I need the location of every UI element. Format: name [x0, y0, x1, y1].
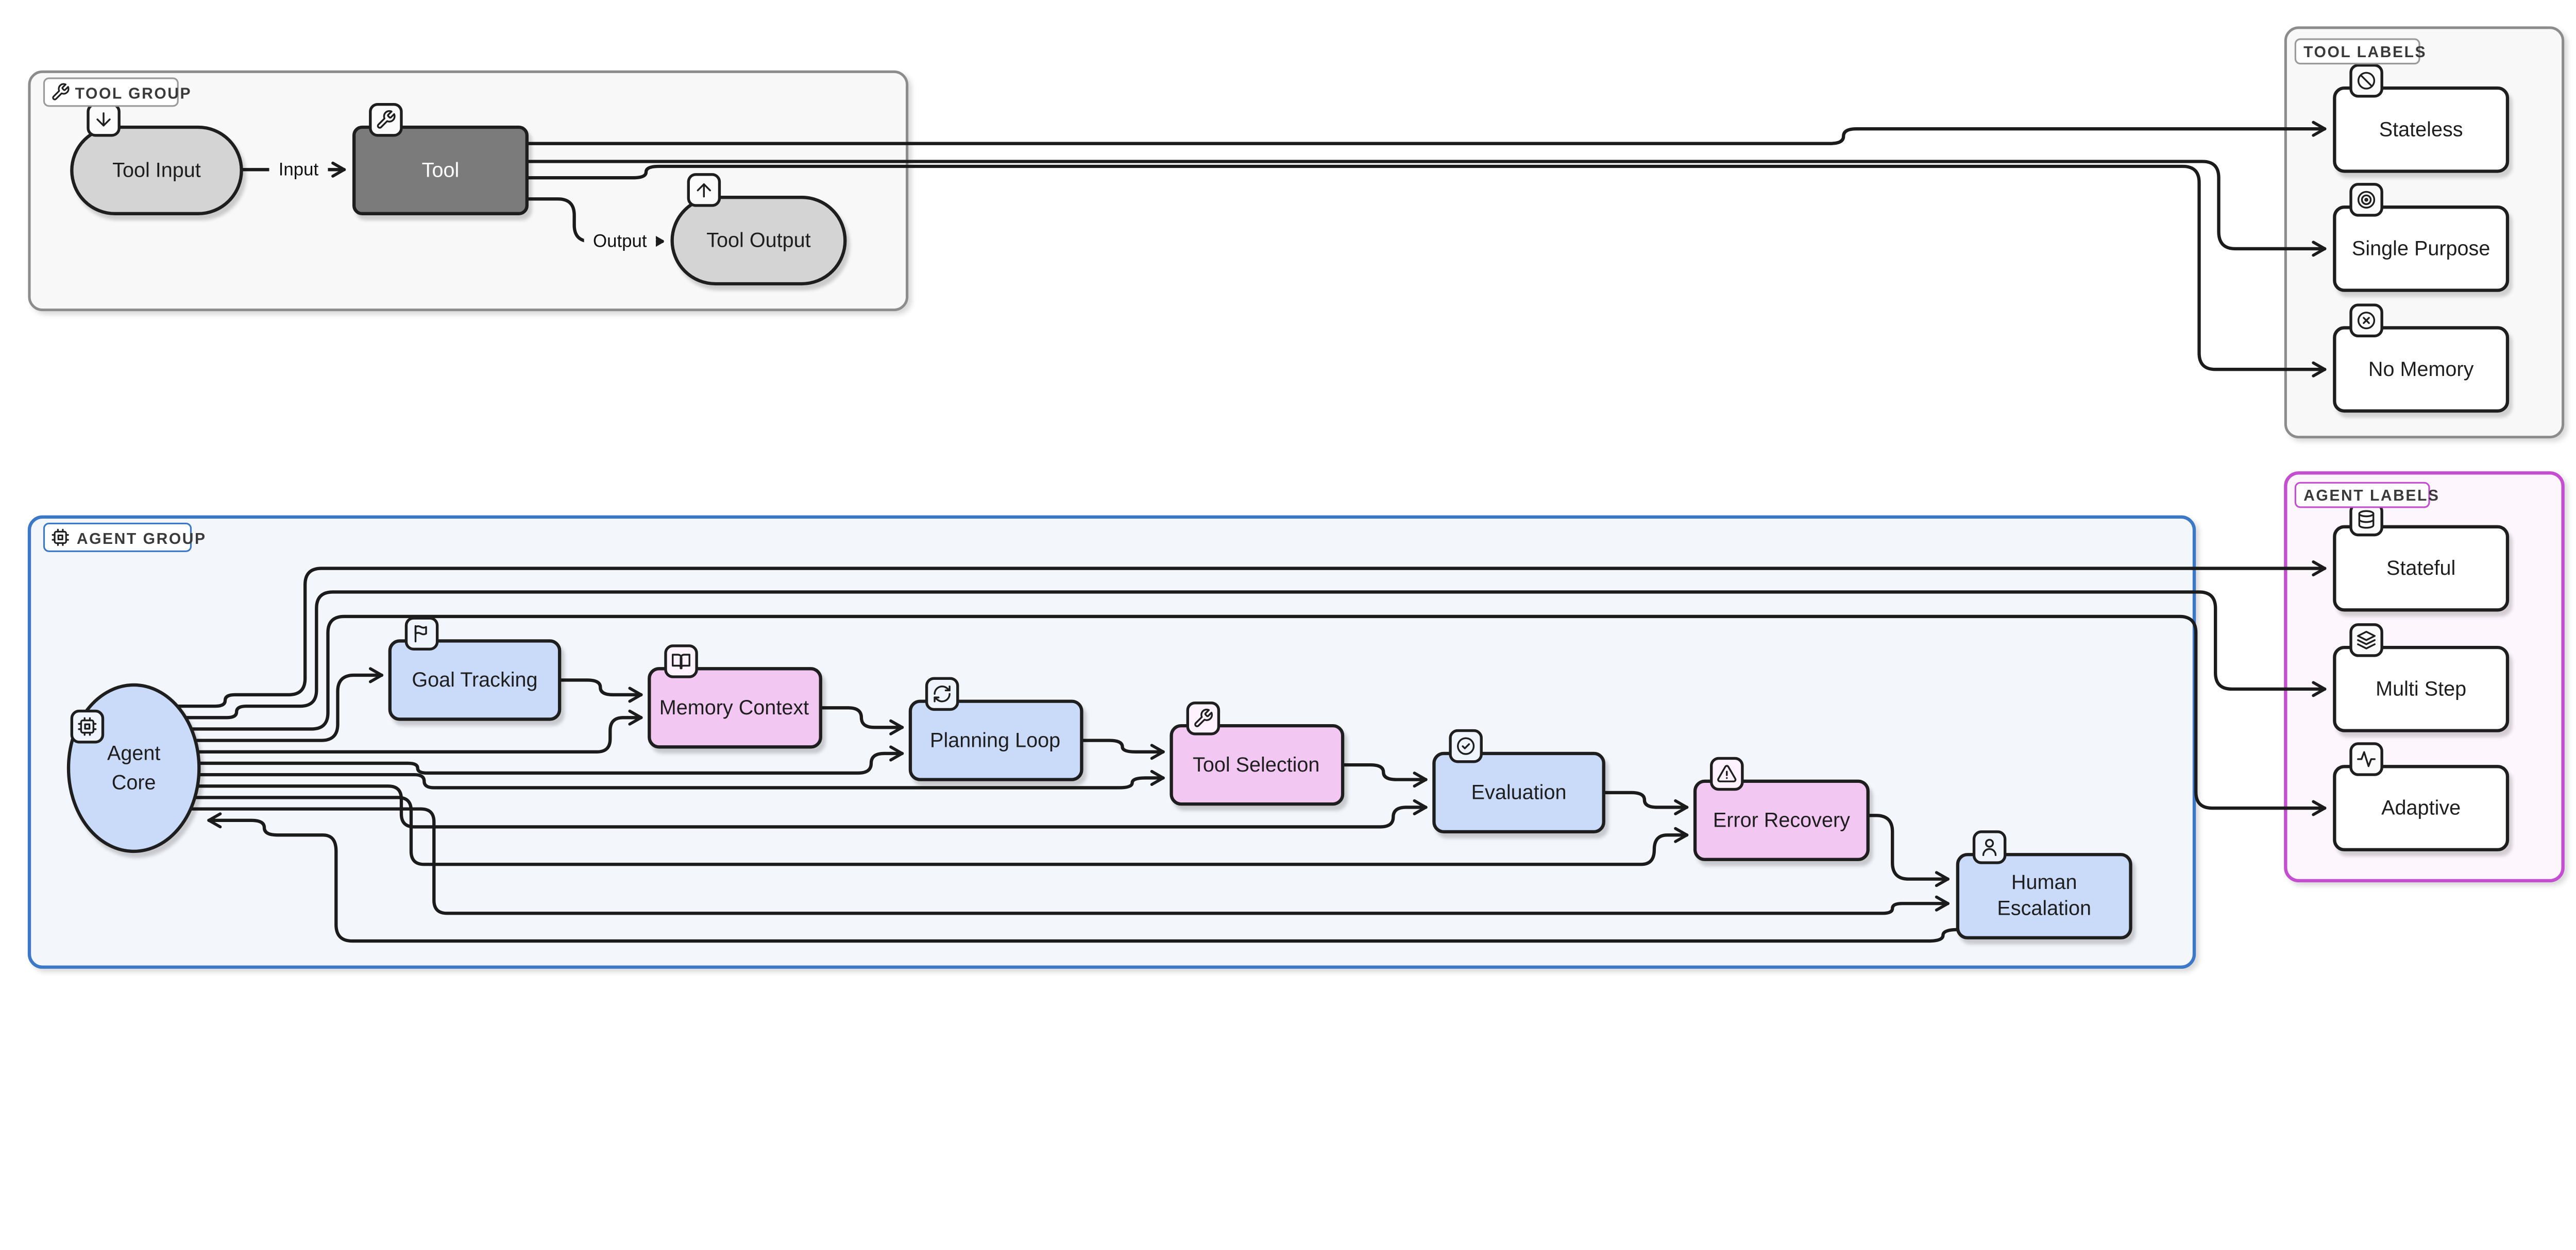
node-agent-core-label-line2: Core: [112, 772, 156, 794]
node-tool-selection[interactable]: Tool Selection: [1170, 724, 1345, 806]
database-icon: [2349, 502, 2383, 537]
node-error-recovery[interactable]: Error Recovery: [1693, 779, 1870, 861]
node-goal-tracking-label: Goal Tracking: [412, 669, 537, 691]
edge-planning-loop-to-tool-selection[interactable]: [1080, 739, 1165, 760]
arrow-up-icon: [687, 173, 721, 207]
agent-labels-chip-label: AGENT LABELS: [2303, 487, 2439, 504]
tool-labels-chip: TOOL LABELS: [2294, 38, 2427, 65]
label-stateful: Stateful: [2386, 557, 2455, 579]
activity-icon: [2349, 742, 2383, 776]
edge-agent-core-to-error-recovery[interactable]: [191, 796, 1689, 866]
edge-agent-core-to-goal-tracking[interactable]: [191, 667, 384, 742]
node-memory-context-label: Memory Context: [659, 696, 809, 719]
node-tool-input-label: Tool Input: [112, 159, 201, 182]
edge-label-input-bg: [269, 156, 328, 181]
edge-error-recovery-to-human-escalation[interactable]: [1866, 814, 1950, 887]
label-single-purpose: Single Purpose: [2352, 237, 2490, 260]
edge-tool-selection-to-evaluation[interactable]: [1341, 763, 1428, 788]
node-agent-core-label-line1: Agent: [107, 742, 160, 765]
label-box-multi-step[interactable]: Multi Step: [2333, 645, 2510, 732]
edge-label-output: Output: [593, 231, 647, 251]
node-human-escalation[interactable]: Human Escalation: [1956, 853, 2132, 939]
edge-agent-core-to-memory-context[interactable]: [194, 709, 643, 754]
edge-tool-to-stateless[interactable]: [525, 121, 2327, 145]
edge-agent-core-to-multi-step[interactable]: [181, 590, 2327, 720]
node-tool-input[interactable]: Tool Input: [70, 125, 243, 215]
node-error-recovery-label: Error Recovery: [1713, 809, 1850, 831]
edge-human-escalation-to-agent-core[interactable]: [207, 812, 1960, 943]
tool-group-chip-label: TOOL GROUP: [75, 85, 192, 102]
edge-tool-to-tool-output[interactable]: [525, 197, 664, 250]
edge-tool-to-single-purpose[interactable]: [525, 160, 2327, 257]
label-box-adaptive[interactable]: Adaptive: [2333, 765, 2510, 851]
edge-goal-tracking-to-memory-context[interactable]: [557, 678, 643, 703]
edge-label-input: Input: [279, 159, 319, 179]
node-evaluation-label: Evaluation: [1471, 781, 1567, 804]
label-no-memory: No Memory: [2368, 358, 2474, 381]
node-planning-loop-label: Planning Loop: [930, 729, 1060, 751]
node-tool-output-label: Tool Output: [706, 229, 810, 252]
node-tool[interactable]: Tool: [352, 125, 529, 215]
edge-memory-context-to-planning-loop[interactable]: [819, 706, 904, 735]
edge-agent-core-to-tool-selection[interactable]: [197, 769, 1165, 790]
node-human-escalation-label-line1: Human: [2011, 871, 2077, 894]
node-planning-loop[interactable]: Planning Loop: [908, 699, 1083, 781]
agent-group-chip: AGENT GROUP: [43, 522, 207, 552]
diagram-canvas: Input Output Tool Input Tool Tool Outp: [27, 26, 2565, 969]
wrench-icon: [369, 102, 403, 137]
edge-tool-to-no-memory[interactable]: [525, 164, 2327, 378]
edge-agent-core-to-planning-loop[interactable]: [195, 745, 904, 775]
label-box-single-purpose[interactable]: Single Purpose: [2333, 205, 2510, 292]
agent-group-chip-label: AGENT GROUP: [77, 530, 207, 547]
label-box-no-memory[interactable]: No Memory: [2333, 326, 2510, 413]
ban-icon: [2349, 63, 2383, 98]
flag-icon: [404, 617, 439, 650]
node-tool-selection-label: Tool Selection: [1193, 754, 1319, 776]
label-stateless: Stateless: [2379, 118, 2463, 141]
refresh-icon: [925, 677, 959, 711]
edge-evaluation-to-error-recovery[interactable]: [1602, 791, 1689, 815]
wrench-icon: [1186, 701, 1221, 735]
tool-labels-chip-label: TOOL LABELS: [2303, 44, 2427, 61]
label-box-stateless[interactable]: Stateless: [2333, 86, 2510, 173]
edge-agent-core-to-stateful[interactable]: [174, 560, 2327, 708]
check-circle-icon: [1449, 729, 1483, 763]
node-human-escalation-label-line2: Escalation: [1997, 897, 2091, 919]
label-box-stateful[interactable]: Stateful: [2333, 525, 2510, 612]
book-open-icon: [664, 644, 698, 678]
alert-triangle-icon: [1710, 757, 1744, 791]
arrow-down-icon: [87, 102, 121, 137]
agent-labels-chip: AGENT LABELS: [2294, 482, 2439, 508]
node-memory-context[interactable]: Memory Context: [648, 667, 822, 749]
target-icon: [2349, 183, 2383, 217]
edge-agent-core-to-human-escalation[interactable]: [184, 807, 1950, 915]
label-multi-step: Multi Step: [2376, 678, 2466, 700]
user-icon: [1972, 830, 2007, 864]
node-goal-tracking[interactable]: Goal Tracking: [388, 639, 562, 721]
node-evaluation[interactable]: Evaluation: [1432, 751, 1605, 834]
edge-agent-core-to-adaptive[interactable]: [185, 614, 2327, 816]
edge-label-output-bg: [584, 228, 656, 253]
tool-group-chip: TOOL GROUP: [43, 77, 192, 107]
label-adaptive: Adaptive: [2381, 797, 2461, 819]
node-tool-output[interactable]: Tool Output: [670, 195, 847, 286]
cpu-icon: [70, 709, 105, 744]
node-tool-label: Tool: [422, 159, 460, 182]
edge-agent-core-to-evaluation[interactable]: [195, 784, 1428, 829]
layers-icon: [2349, 623, 2383, 657]
x-circle-icon: [2349, 303, 2383, 338]
